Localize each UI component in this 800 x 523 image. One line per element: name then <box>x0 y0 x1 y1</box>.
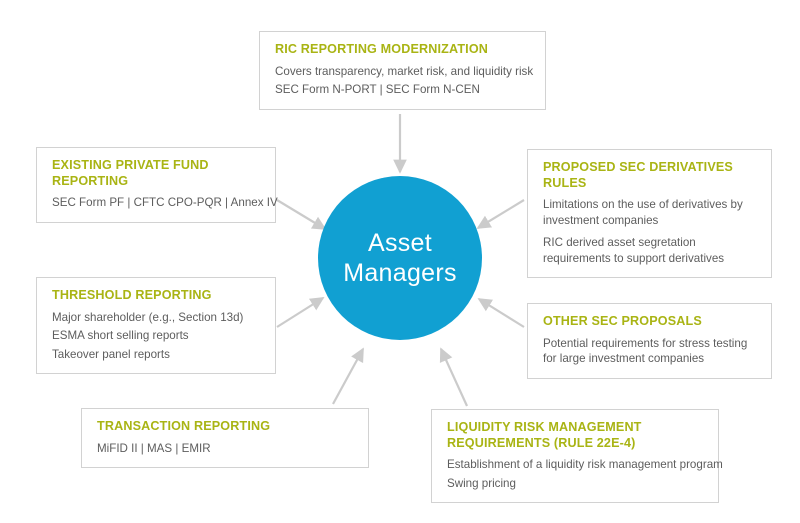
node-detail-line: Potential requirements for stress testin… <box>543 336 748 366</box>
node-title: TRANSACTION REPORTING <box>97 419 271 433</box>
connector-threshold-to-hub <box>276 297 325 328</box>
connector-transaction-to-hub <box>332 347 364 405</box>
node-detail-line: SEC Form N-PORT | SEC Form N-CEN <box>275 83 480 96</box>
node-other-sec-proposals[interactable]: OTHER SEC PROPOSALS Potential requiremen… <box>527 303 772 379</box>
node-detail-line: Limitations on the use of derivatives by… <box>543 198 743 227</box>
node-ric-reporting-modernization[interactable]: RIC REPORTING MODERNIZATION Covers trans… <box>259 31 546 110</box>
node-title: LIQUIDITY RISK MANAGEMENT REQUIREMENTS (… <box>447 420 642 450</box>
node-proposed-sec-derivatives-rules[interactable]: PROPOSED SEC DERIVATIVES RULES Limitatio… <box>527 149 772 278</box>
node-detail-line: Establishment of a liquidity risk manage… <box>447 458 723 471</box>
node-threshold-reporting[interactable]: THRESHOLD REPORTING Major shareholder (e… <box>36 277 276 374</box>
node-detail-line: Major shareholder (e.g., Section 13d) <box>52 310 244 324</box>
connector-other-sec-to-hub <box>477 298 525 328</box>
node-title: EXISTING PRIVATE FUND REPORTING <box>52 158 209 188</box>
central-node-asset-managers: Asset Managers <box>318 176 482 340</box>
node-liquidity-risk-management-requirements[interactable]: LIQUIDITY RISK MANAGEMENT REQUIREMENTS (… <box>431 409 723 503</box>
node-title: THRESHOLD REPORTING <box>52 288 212 302</box>
node-detail-line: SEC Form PF | CFTC CPO-PQR | Annex IV <box>52 196 278 209</box>
node-detail-line: Takeover panel reports <box>52 347 170 361</box>
node-title: OTHER SEC PROPOSALS <box>543 314 702 328</box>
node-detail-line: RIC derived asset segretation requiremen… <box>543 236 725 265</box>
node-detail-line: Swing pricing <box>447 476 516 490</box>
node-transaction-reporting[interactable]: TRANSACTION REPORTING MiFID II | MAS | E… <box>81 408 369 468</box>
central-node-label: Asset Managers <box>343 229 457 287</box>
node-detail-line: Covers transparency, market risk, and li… <box>275 64 534 78</box>
node-detail-line: MiFID II | MAS | EMIR <box>97 441 211 455</box>
connector-derivatives-to-hub <box>476 199 525 229</box>
node-title: RIC REPORTING MODERNIZATION <box>275 42 489 56</box>
node-title: PROPOSED SEC DERIVATIVES RULES <box>543 160 733 190</box>
node-existing-private-fund-reporting[interactable]: EXISTING PRIVATE FUND REPORTING SEC Form… <box>36 147 278 223</box>
connector-private-fund-to-hub <box>276 199 327 230</box>
node-detail-line: ESMA short selling reports <box>52 329 189 342</box>
connector-liquidity-to-hub <box>439 347 469 407</box>
